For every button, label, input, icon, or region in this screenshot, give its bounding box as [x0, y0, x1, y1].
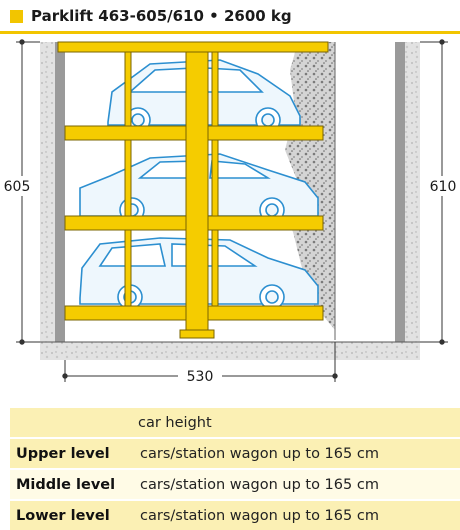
table-row: Upper level cars/station wagon up to 165…: [10, 439, 460, 468]
label-bg-left: [2, 176, 32, 196]
label-bg-bottom: [178, 366, 222, 386]
level-label: Upper level: [10, 439, 134, 468]
column-base: [179, 329, 215, 339]
level-value: cars/station wagon up to 165 cm: [134, 501, 460, 530]
upper-strut-right: [211, 51, 219, 127]
upper-strut-left: [124, 51, 132, 127]
level-label: Lower level: [10, 501, 134, 530]
dim-label-left: 605: [4, 179, 31, 195]
lower-strut-left: [124, 229, 132, 307]
title-row: Parklift 463-605/610 • 2600 kg: [10, 4, 292, 28]
level-label: Middle level: [10, 470, 134, 499]
title-rule: [0, 31, 460, 34]
table-row: Lower level cars/station wagon up to 165…: [10, 501, 460, 530]
main-column: [185, 51, 209, 339]
top-platform: [57, 41, 329, 53]
label-bg-right: [428, 176, 458, 196]
middle-strut-left: [124, 139, 132, 217]
page-title: Parklift 463-605/610 • 2600 kg: [31, 7, 292, 25]
table-row: Middle level cars/station wagon up to 16…: [10, 470, 460, 499]
table-header-row: car height: [10, 408, 460, 437]
level-value: cars/station wagon up to 165 cm: [134, 470, 460, 499]
car-height-table: car height Upper level cars/station wago…: [10, 408, 460, 530]
dim-label-right: 610: [430, 179, 457, 195]
right-wall: [395, 42, 405, 342]
table-header: car height: [10, 408, 460, 437]
parklift-drawing: 605 610 530: [2, 39, 458, 386]
middle-strut-right: [211, 139, 219, 217]
lower-strut-right: [211, 229, 219, 307]
title-marker: [10, 9, 23, 23]
pit-floor: [40, 342, 420, 356]
level-value: cars/station wagon up to 165 cm: [134, 439, 460, 468]
lift-structure: [57, 41, 329, 339]
left-wall: [55, 42, 65, 342]
dim-label-bottom: 530: [187, 369, 214, 385]
